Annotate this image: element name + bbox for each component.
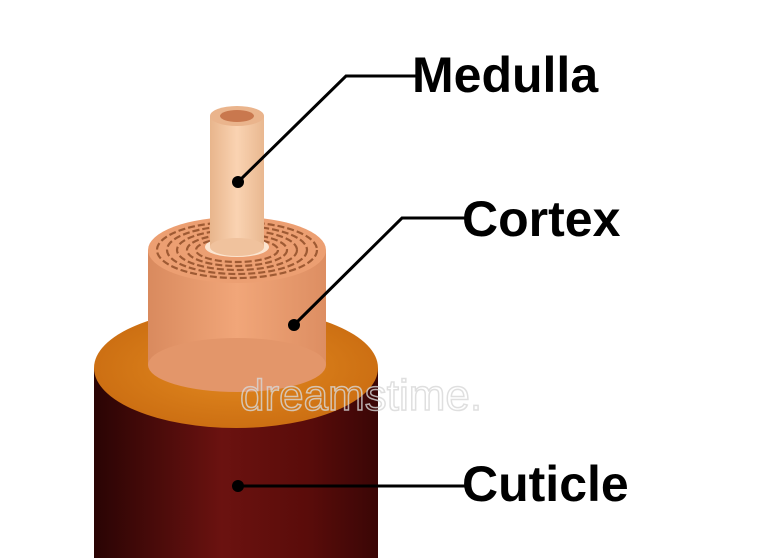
medulla-label: Medulla	[412, 47, 599, 103]
cortex-label: Cortex	[462, 191, 621, 247]
medulla-top-hole	[220, 110, 254, 122]
medulla-pointer-dot	[232, 176, 244, 188]
cortex-leader-line	[292, 216, 470, 327]
medulla-bottom	[210, 238, 264, 256]
medulla-leader-line	[236, 74, 418, 184]
cortex-layer	[148, 217, 326, 392]
cuticle-pointer-dot	[232, 480, 244, 492]
cortex-pointer-dot	[288, 319, 300, 331]
cortex-bottom	[148, 338, 326, 392]
cuticle-label: Cuticle	[462, 456, 629, 512]
leader-lines	[236, 74, 470, 488]
watermark-text: dreamstime.	[240, 371, 482, 420]
medulla-layer	[205, 106, 269, 257]
